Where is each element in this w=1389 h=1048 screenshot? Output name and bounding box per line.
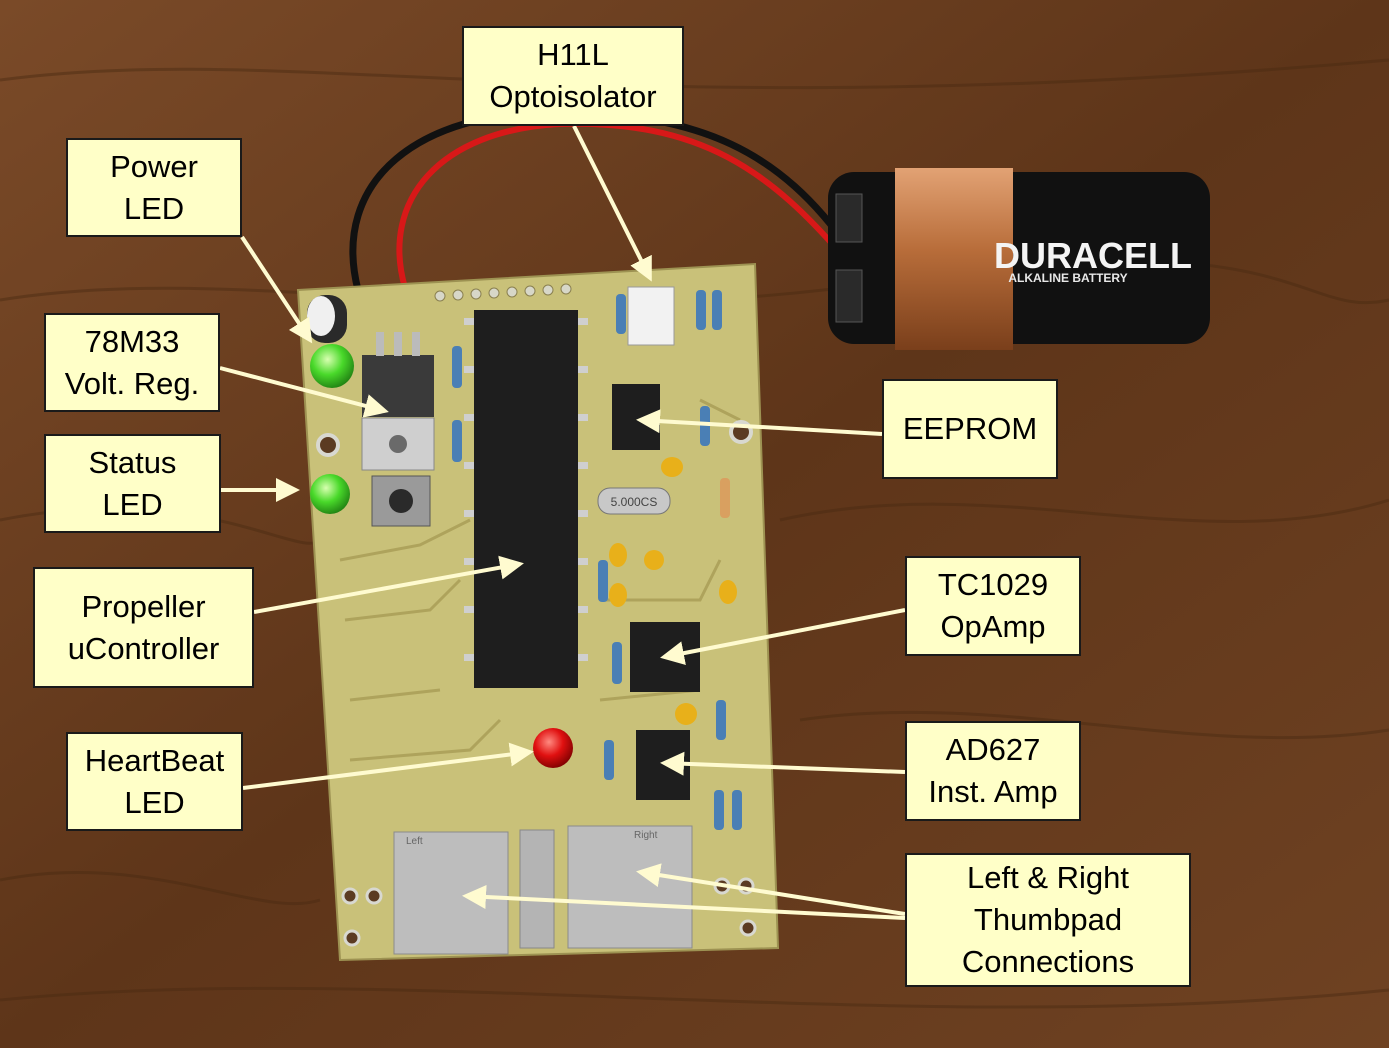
arrow-propeller — [253, 555, 524, 614]
arrow-ad627 — [660, 751, 906, 776]
callout-regulator: 78M33 Volt. Reg. — [44, 313, 220, 412]
heartbeat-led — [533, 728, 573, 768]
left-pad-label: Left — [406, 836, 423, 847]
edge-holes — [341, 877, 757, 947]
callout-ad627: AD627 Inst. Amp — [905, 721, 1081, 821]
arrows — [219, 125, 906, 920]
mounting-hole — [316, 433, 340, 457]
crystal-label: 5.000CS — [611, 495, 658, 509]
eeprom-chip — [612, 384, 660, 450]
arrow-tc1029 — [660, 608, 906, 665]
arrow-left-pad — [462, 885, 906, 920]
battery-subtitle: ALKALINE BATTERY — [1008, 271, 1127, 285]
status-led — [310, 474, 350, 514]
callout-eeprom: EEPROM — [882, 379, 1058, 479]
tantalum-capacitors — [609, 457, 737, 725]
pcb-board: 5.000CS — [296, 262, 780, 962]
crystal — [597, 487, 671, 515]
callout-h11l: H11L Optoisolator — [462, 26, 684, 126]
reset-button — [371, 475, 431, 527]
callout-status-led: Status LED — [44, 434, 221, 533]
arrow-heartbeat — [242, 742, 534, 790]
callout-propeller: Propeller uController — [33, 567, 254, 688]
callout-thumbpads: Left & Right Thumbpad Connections — [905, 853, 1191, 987]
arrow-power-led — [240, 235, 313, 344]
callout-tc1029: TC1029 OpAmp — [905, 556, 1081, 656]
callout-power-led: Power LED — [66, 138, 242, 237]
resistors — [452, 290, 742, 830]
right-thumbpad: Right — [567, 825, 693, 949]
battery-9v: DURACELL ALKALINE BATTERY — [828, 168, 1210, 350]
arrow-eeprom — [636, 409, 883, 436]
left-thumbpad: Left — [393, 831, 509, 955]
center-pad — [519, 829, 555, 949]
power-led — [310, 344, 354, 388]
propeller-chip — [464, 310, 588, 688]
callout-heartbeat-led: HeartBeat LED — [66, 732, 243, 831]
right-pad-label: Right — [634, 830, 658, 841]
optoisolator-chip — [627, 286, 675, 346]
arrow-regulator — [219, 366, 389, 418]
arrow-right-pad — [636, 863, 906, 916]
battery-brand: DURACELL — [994, 235, 1192, 276]
electrolytic-capacitor — [307, 295, 347, 343]
arrow-h11l — [572, 125, 652, 282]
